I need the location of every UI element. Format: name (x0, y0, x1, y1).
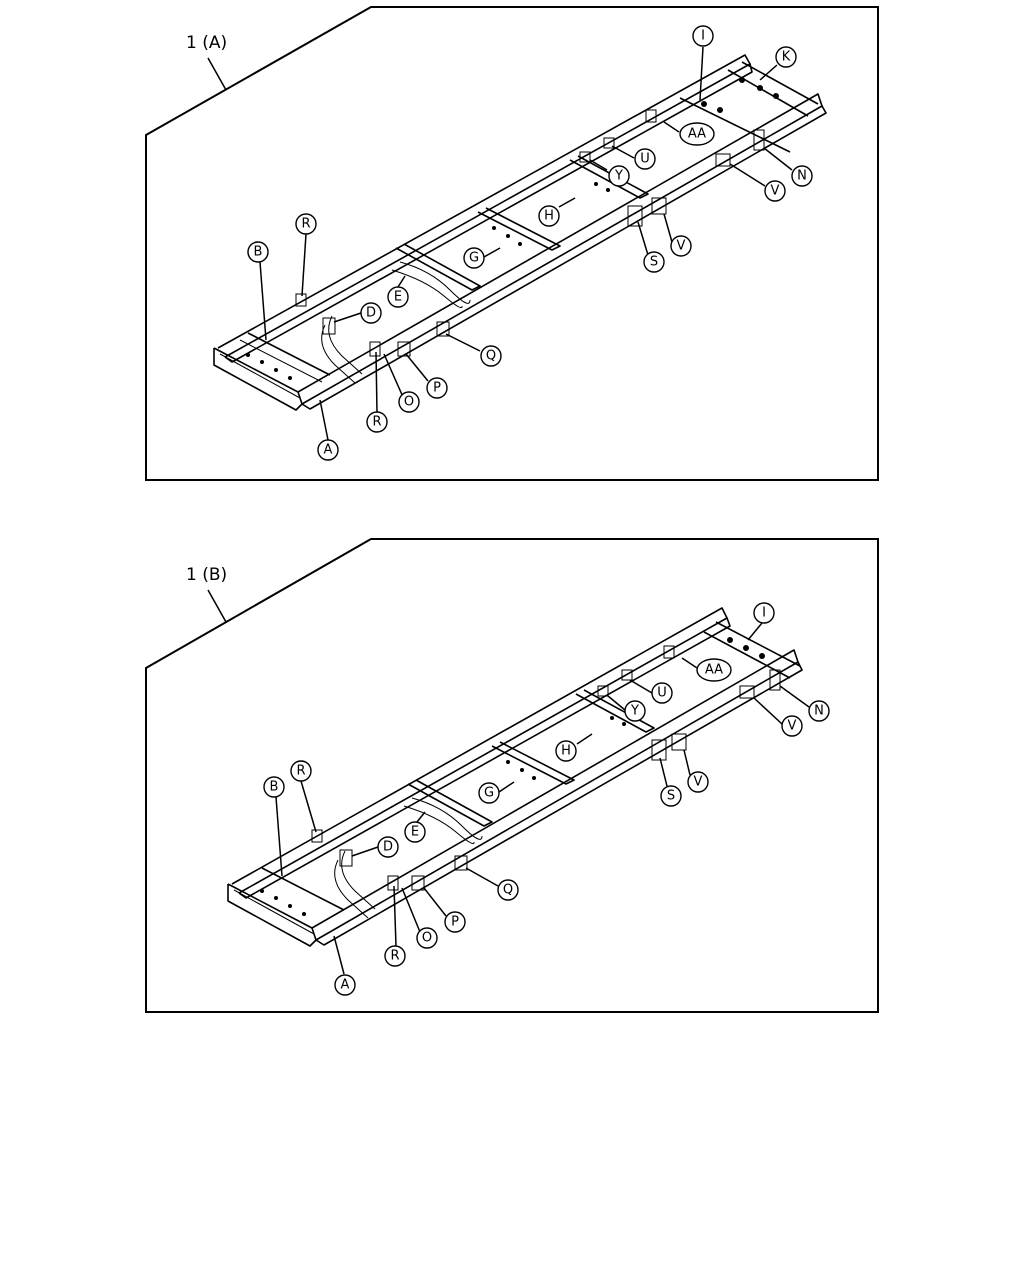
svg-text:N: N (797, 169, 807, 184)
callout-N: N (791, 165, 813, 187)
panel-1a: 1 (A) (145, 6, 879, 481)
svg-text:U: U (657, 686, 667, 701)
svg-text:B: B (270, 780, 279, 795)
callout-Y: Y (624, 700, 646, 722)
leader-lines (259, 46, 793, 441)
panel-1b-title-leader (207, 589, 227, 623)
callout-D: D (360, 302, 382, 324)
svg-text:R: R (390, 949, 399, 964)
svg-text:B: B (254, 245, 263, 260)
panel-1b-border (145, 538, 879, 1013)
callout-V-right: V (764, 180, 786, 202)
callout-D: D (377, 836, 399, 858)
callout-V-right: V (781, 715, 803, 737)
svg-text:I: I (762, 606, 766, 621)
svg-text:R: R (301, 217, 310, 232)
svg-text:N: N (814, 704, 824, 719)
callout-G: G (478, 782, 500, 804)
svg-text:S: S (667, 789, 675, 804)
callout-E: E (387, 286, 409, 308)
svg-text:Q: Q (503, 883, 513, 898)
svg-text:Q: Q (486, 349, 496, 364)
panel-1b-title: 1 (B) (186, 565, 227, 585)
svg-text:D: D (383, 840, 393, 855)
callout-G: G (463, 247, 485, 269)
callout-I: I (692, 25, 714, 47)
callout-Q: Q (497, 879, 519, 901)
callout-Y: Y (608, 165, 630, 187)
svg-text:H: H (561, 744, 571, 759)
svg-text:P: P (433, 381, 441, 396)
svg-text:D: D (366, 306, 376, 321)
callout-K: K (775, 46, 797, 68)
svg-text:O: O (404, 395, 414, 410)
callout-Q: Q (480, 345, 502, 367)
callout-B: B (263, 776, 285, 798)
callout-R-top: R (290, 760, 312, 782)
callout-B: B (247, 241, 269, 263)
svg-text:G: G (469, 251, 479, 266)
svg-text:V: V (677, 239, 686, 254)
callout-P: P (444, 911, 466, 933)
callout-S: S (643, 251, 665, 273)
svg-text:A: A (324, 443, 333, 458)
svg-text:U: U (640, 152, 650, 167)
callout-V-mid: V (670, 235, 692, 257)
callout-AA: AA (696, 658, 732, 682)
svg-text:Y: Y (630, 704, 639, 719)
callout-H: H (555, 740, 577, 762)
svg-text:S: S (650, 255, 658, 270)
callout-O: O (416, 927, 438, 949)
svg-text:P: P (451, 915, 459, 930)
chassis-frame-drawing (227, 607, 803, 947)
callout-R-bottom: R (366, 411, 388, 433)
callout-H: H (538, 205, 560, 227)
svg-text:I: I (701, 29, 705, 44)
callout-P: P (426, 377, 448, 399)
callout-O: O (398, 391, 420, 413)
svg-text:AA: AA (705, 663, 723, 678)
svg-text:E: E (411, 825, 419, 840)
svg-text:V: V (788, 719, 797, 734)
panel-1a-title-leader (207, 57, 227, 91)
svg-text:K: K (782, 50, 791, 65)
callout-U: U (651, 682, 673, 704)
callout-V-mid: V (687, 771, 709, 793)
callout-R-top: R (295, 213, 317, 235)
callout-S: S (660, 785, 682, 807)
svg-text:V: V (771, 184, 780, 199)
svg-text:A: A (341, 978, 350, 993)
callout-U: U (634, 148, 656, 170)
panel-1a-title: 1 (A) (186, 33, 227, 53)
svg-text:G: G (484, 786, 494, 801)
leader-lines (275, 622, 810, 975)
svg-text:AA: AA (688, 127, 706, 142)
callout-A: A (334, 974, 356, 996)
svg-text:H: H (544, 209, 554, 224)
svg-text:E: E (394, 290, 402, 305)
callout-AA: AA (679, 122, 715, 146)
svg-text:R: R (296, 764, 305, 779)
callout-N: N (808, 700, 830, 722)
callout-E: E (404, 821, 426, 843)
callout-I: I (753, 602, 775, 624)
panel-1b: 1 (B) (145, 538, 879, 1013)
callout-R-bottom: R (384, 945, 406, 967)
svg-text:R: R (372, 415, 381, 430)
callout-A: A (317, 439, 339, 461)
svg-text:V: V (694, 775, 703, 790)
svg-text:Y: Y (614, 169, 623, 184)
svg-text:O: O (422, 931, 432, 946)
